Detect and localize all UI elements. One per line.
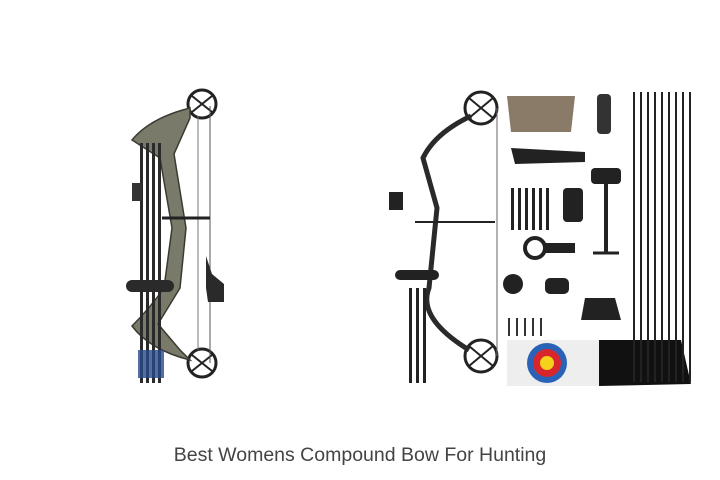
- bow-kit-icon: [389, 90, 691, 386]
- compound-bow-icon: [126, 88, 224, 383]
- product-image-camo-bow[interactable]: [120, 88, 240, 390]
- caption: Best Womens Compound Bow For Hunting: [173, 444, 547, 466]
- product-image-bow-kit[interactable]: [385, 88, 695, 390]
